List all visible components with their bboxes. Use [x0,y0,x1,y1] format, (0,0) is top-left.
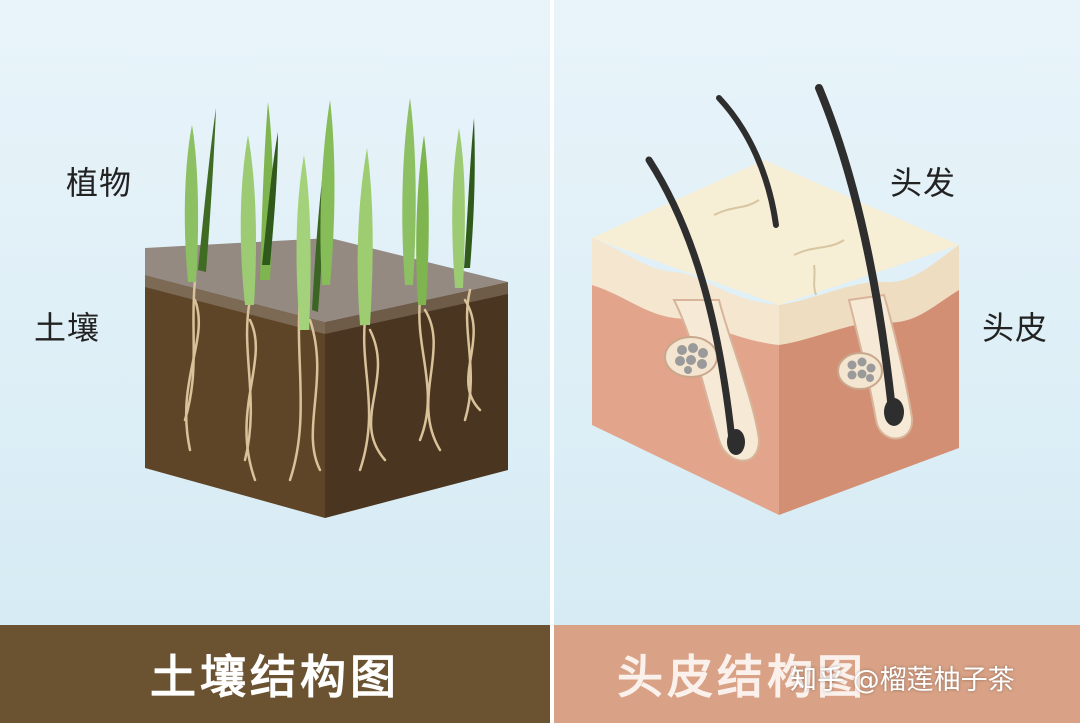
plant-leaves [184,98,475,330]
hair-strands [645,84,896,444]
leaf [240,135,256,305]
label-plant: 植物 [66,164,133,202]
scalp-surface-lines [713,199,845,296]
caption-soil-structure: 土壤结构图 [0,625,550,723]
soil-top-band-front [145,275,325,334]
hair-strand-left [645,156,736,444]
label-hair: 头发 [890,164,957,202]
leaf [416,135,429,305]
hair-bulb-right [884,398,904,426]
leaf [320,100,335,285]
soil-cube-illustration [145,98,508,518]
leaf [198,108,216,272]
scalp-panel: 头发 头皮 [554,0,1080,625]
plant-roots [183,278,482,482]
soil-top-band-right [325,282,508,334]
soil-cube-right-face [325,282,508,518]
label-scalp: 头皮 [982,309,1049,347]
caption-scalp-structure: 头皮结构图 [554,625,1080,723]
leaf [402,98,416,285]
leaf [357,148,373,325]
label-soil: 土壤 [34,309,101,347]
soil-cube-front-face [145,275,325,518]
caption-scalp-text: 头皮结构图 [617,650,867,704]
epidermis-band-front [592,238,779,345]
scalp-cube-illustration [592,84,959,515]
panel-divider [550,0,554,625]
footer-divider [550,625,554,723]
hair-bulb-left [727,429,745,455]
leaf [296,155,311,330]
hair-strand-middle [716,95,779,228]
sebaceous-gland-left [664,336,718,378]
soil-panel: 植物 土壤 [0,0,550,625]
leaf [464,118,475,268]
epidermis-band-right [779,245,959,345]
leaf [184,125,199,282]
sebaceous-gland-right [837,352,883,390]
leaf [262,132,278,265]
watermark: 知乎 @榴莲柚子茶 [790,665,1015,696]
hair-strand-right [815,84,896,414]
leaf [452,128,465,288]
